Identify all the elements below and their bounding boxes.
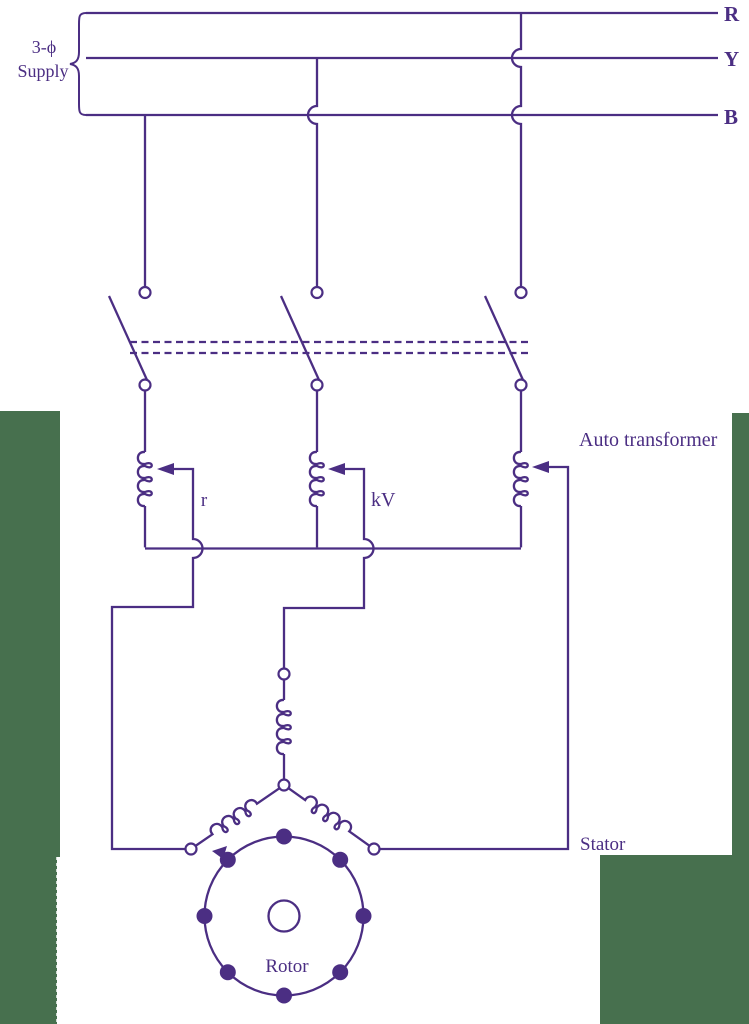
switch2-bottom-terminal [310,378,324,392]
supply-brace [69,12,87,116]
tap3-arrowhead-icon [532,461,549,473]
supply-label-line2: Supply [17,61,68,81]
stator-star-point [277,778,291,792]
artifact-bottom-right-block [600,855,749,1024]
switch2-top-terminal [310,285,324,300]
stator-right-terminal [367,842,381,856]
stator-left-terminal [184,842,198,856]
tap-lead-1: r [110,463,208,851]
switch1-blade [107,295,149,381]
rotor-bar-dot-right [355,908,372,924]
tap-leads: r kV [110,461,570,851]
switch1-bottom-terminal [138,378,152,392]
tap1-label: r [201,490,208,511]
three-phase-supply: 3-ϕ Supply R Y B [17,2,740,129]
autotransformer-coil-2 [308,450,325,508]
rotor-bar-dot-bottom-right [332,964,349,981]
autotransformer-coil-1 [136,450,153,508]
stator-winding: Stator [184,667,626,856]
rotor-shaft-circle [267,899,301,933]
autotransformer-label: Auto transformer [579,429,718,451]
stator-label: Stator [580,834,626,855]
tap1-arrowhead-icon [157,463,174,475]
phase-drop-y [306,58,319,287]
phase-drop-r [510,13,523,287]
stator-coil-left-group [194,787,281,847]
phase-label-b: B [724,105,738,129]
tap-lead-3 [379,461,570,851]
rotor-bar-dot-bottom-left [219,964,236,981]
rotor-bar-dot-bottom [276,987,292,1004]
tap2-label: kV [371,489,396,511]
tap2-wire [282,467,375,669]
switch3-blade [483,295,525,381]
artifact-left-band-upper [0,411,60,857]
artifact-right-band [732,413,749,855]
switch3-top-terminal [514,285,528,300]
rotor: Rotor [196,828,372,1004]
supply-label-line1: 3-ϕ [32,37,56,57]
autotransformer: Auto transformer [136,429,718,550]
switch-pole-2 [279,285,324,452]
switch1-top-terminal [138,285,152,300]
tap1-wire [110,467,204,851]
artifact-left-band-lower [0,857,57,1024]
rotor-rotation-arrow-icon [212,846,227,859]
switch-pole-1 [107,285,152,452]
stator-top-terminal [277,667,291,681]
background-artifact-blocks [0,411,749,1024]
switch2-blade [279,295,321,381]
autotransformer-coil-3 [512,450,529,508]
phase-drops [143,13,523,287]
stator-coil-top [275,698,292,756]
switch-pole-3 [483,285,528,452]
phase-label-y: Y [724,47,739,71]
switch3-bottom-terminal [514,378,528,392]
rotor-label: Rotor [265,956,309,977]
tap2-arrowhead-icon [328,463,345,475]
stator-coil-left [194,787,281,847]
rotor-bar-dot-top [276,828,292,845]
tap3-wire [379,465,570,851]
triple-pole-switch [107,285,530,452]
rotor-bar-dot-left [196,908,213,924]
rotor-bar-dot-top-right [332,851,349,868]
tap-lead-2: kV [282,463,396,669]
stator-coil-right [287,787,371,847]
phase-label-r: R [724,2,740,26]
stator-coil-right-group [287,787,371,847]
